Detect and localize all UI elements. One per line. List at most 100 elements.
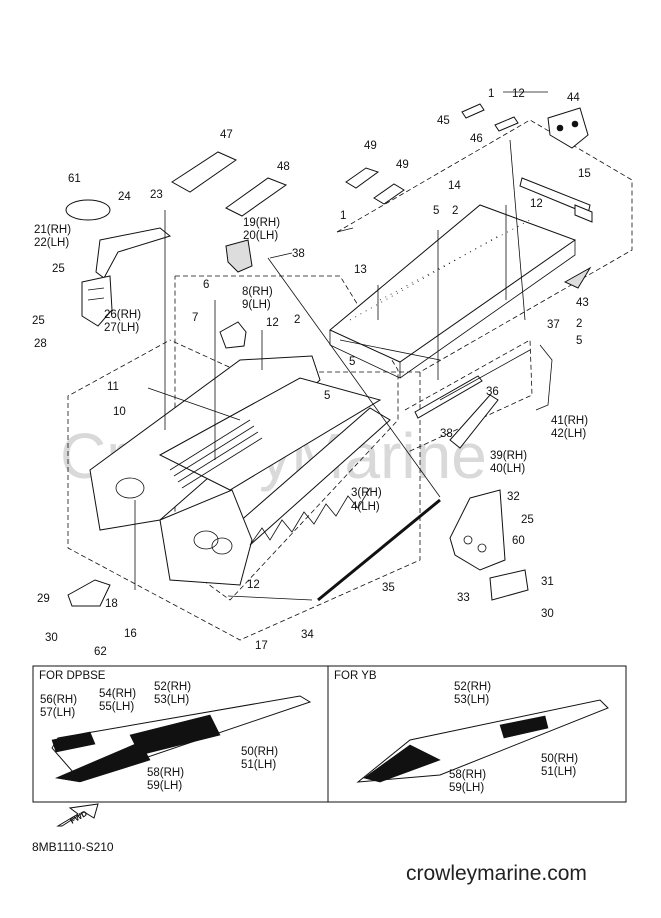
label-8: 8(RH): [242, 286, 273, 298]
label-7: 7: [192, 312, 198, 324]
pad-47: [171, 151, 238, 193]
bracket-21-22: [95, 227, 172, 279]
leader-lines: [134, 91, 548, 601]
label-38b: 38: [440, 428, 453, 440]
label-44: 44: [567, 92, 580, 104]
box-title-yb: FOR YB: [334, 670, 377, 682]
label-10: 10: [113, 406, 126, 418]
callout-labels: 1 12 44 45 46 47 48 49 49 61 24 23 21(RH…: [32, 88, 591, 658]
label-39: 39(RH): [490, 450, 527, 462]
label-62: 62: [94, 646, 107, 658]
label-5d: 5: [324, 390, 330, 402]
label-46: 46: [470, 133, 483, 145]
label-33: 33: [457, 592, 470, 604]
label-11: 11: [107, 381, 119, 393]
label-25b: 25: [32, 315, 45, 327]
pad-48: [225, 177, 288, 217]
label-13: 13: [354, 264, 367, 276]
cap-61: [65, 199, 111, 221]
brand-text: crowleymarine.com: [406, 862, 587, 885]
label-45: 45: [437, 115, 450, 127]
pad-29: [67, 579, 111, 607]
label-37: 37: [547, 319, 560, 331]
label-1b: 1: [340, 210, 346, 222]
label-49a: 49: [364, 140, 377, 152]
bracket-26-27: [81, 275, 113, 327]
label-12c: 12: [266, 317, 279, 329]
label-23: 23: [150, 189, 163, 201]
label-30a: 30: [541, 608, 554, 620]
label-59-left: 59(LH): [147, 780, 182, 792]
label-53-right: 53(LH): [454, 694, 489, 706]
label-52-left: 52(RH): [154, 681, 191, 693]
label-57-left: 57(LH): [40, 707, 75, 719]
bracket-39-40: [449, 394, 499, 449]
label-6: 6: [203, 279, 209, 291]
label-34: 34: [301, 629, 314, 641]
label-50-left: 50(RH): [241, 746, 278, 758]
label-3: 3(RH): [351, 487, 382, 499]
label-32: 32: [507, 491, 520, 503]
label-56-left: 56(RH): [40, 694, 77, 706]
label-21: 21(RH): [34, 224, 71, 236]
label-5a: 5: [433, 205, 439, 217]
label-27: 27(LH): [104, 322, 139, 334]
label-36: 36: [486, 386, 499, 398]
label-58-left: 58(RH): [147, 767, 184, 779]
label-61: 61: [68, 173, 81, 185]
label-9: 9(LH): [242, 299, 271, 311]
label-2a: 2: [452, 205, 458, 217]
label-14: 14: [448, 180, 461, 192]
fwd-arrow-icon: FWD: [56, 803, 99, 827]
label-15: 15: [578, 168, 591, 180]
label-43: 43: [576, 297, 589, 309]
label-51-left: 51(LH): [241, 759, 276, 771]
label-5b: 5: [576, 335, 582, 347]
block-8-9: [219, 321, 247, 349]
label-2b: 2: [294, 314, 300, 326]
label-18: 18: [105, 598, 118, 610]
variant-box-left: FOR DPBSE 52(RH) 53(LH) 54(RH) 55(LH) 56…: [32, 665, 329, 803]
label-12: 12: [512, 88, 525, 100]
diagram-code: 8MB1110-S210: [32, 840, 114, 854]
label-54-left: 54(RH): [99, 688, 136, 700]
label-30b: 30: [45, 632, 58, 644]
label-55-left: 55(LH): [99, 701, 134, 713]
label-19: 19(RH): [243, 217, 280, 229]
label-31: 31: [541, 576, 554, 588]
label-2c: 2: [576, 318, 582, 330]
label-35: 35: [382, 582, 395, 594]
part-44: [547, 107, 589, 149]
label-38a: 38: [292, 248, 305, 260]
label-53-left: 53(LH): [154, 694, 189, 706]
label-52-right: 52(RH): [454, 681, 491, 693]
label-20: 20(LH): [243, 230, 278, 242]
label-24: 24: [118, 191, 131, 203]
label-17: 17: [255, 640, 268, 652]
label-5c: 5: [349, 356, 355, 368]
label-25a: 25: [52, 263, 65, 275]
label-28: 28: [34, 338, 47, 350]
pad-49b: [373, 183, 405, 205]
mount-plate-32: [449, 489, 506, 571]
main-tunnel: [89, 355, 391, 586]
label-59-right: 59(LH): [449, 782, 484, 794]
label-22: 22(LH): [34, 237, 69, 249]
label-60: 60: [512, 535, 525, 547]
label-1: 1: [488, 88, 494, 100]
label-51-right: 51(LH): [541, 766, 576, 778]
rod-36: [414, 375, 483, 419]
label-12d: 12: [247, 579, 260, 591]
tunnel-plate-13: [329, 204, 577, 379]
part-46: [494, 116, 519, 132]
label-58-right: 58(RH): [449, 769, 486, 781]
label-42: 42(LH): [551, 428, 586, 440]
label-40: 40(LH): [490, 463, 525, 475]
rod-35: [317, 498, 441, 602]
label-16: 16: [124, 628, 137, 640]
rail-15: [519, 177, 593, 223]
part-45: [461, 103, 485, 119]
label-41: 41(RH): [551, 415, 588, 427]
